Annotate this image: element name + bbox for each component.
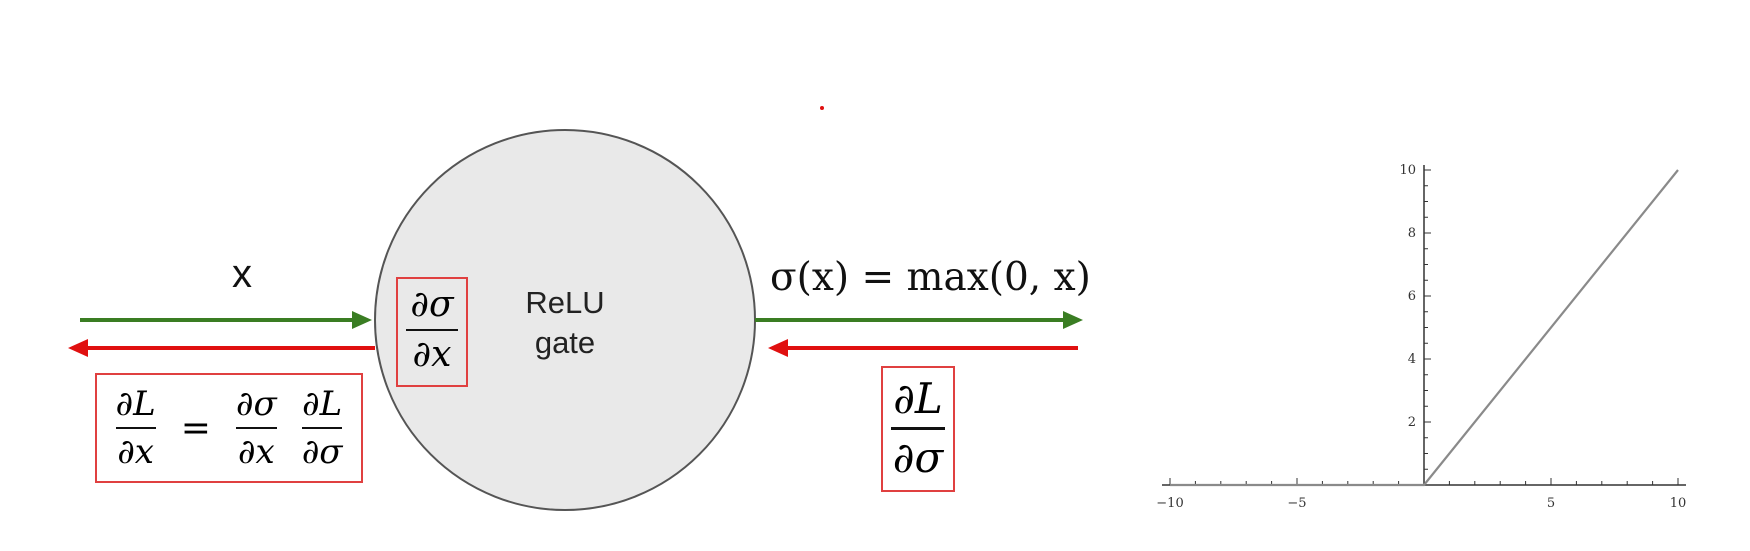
local-gradient-box: ∂σ ∂x xyxy=(396,277,468,387)
y-tick-label: 4 xyxy=(1408,352,1416,367)
x-tick-label: 5 xyxy=(1547,496,1555,511)
input-backward-arrowhead xyxy=(68,339,88,357)
local-gradient-num: ∂σ xyxy=(410,284,454,325)
chain-t2-num: ∂L xyxy=(302,384,343,424)
gate-label-line1: ReLU xyxy=(525,285,605,320)
fraction-bar xyxy=(301,427,343,429)
input-forward-arrowhead xyxy=(352,311,372,329)
chain-rule-box: ∂L ∂x = ∂σ ∂x ∂L ∂σ xyxy=(95,373,363,483)
chain-term2: ∂L ∂σ xyxy=(301,383,343,473)
gate-label: ReLU gate xyxy=(500,283,630,363)
chain-t1-num: ∂σ xyxy=(235,384,277,424)
upstream-gradient-num: ∂L xyxy=(893,374,943,423)
fraction-bar xyxy=(406,329,458,331)
upstream-gradient-box: ∂L ∂σ xyxy=(881,366,955,492)
input-label: x xyxy=(232,252,252,296)
output-forward-arrowhead xyxy=(1063,311,1083,329)
chain-lhs-den: ∂x xyxy=(117,432,154,472)
chain-lhs: ∂L ∂x xyxy=(115,383,156,473)
upstream-gradient-den: ∂σ xyxy=(892,433,944,482)
chain-t2-den: ∂σ xyxy=(301,432,343,472)
x-tick-label: −5 xyxy=(1287,496,1306,511)
gate-label-line2: gate xyxy=(534,325,596,360)
output-formula: σ(x) = max(0, x) xyxy=(770,255,1091,300)
fraction-bar xyxy=(891,427,945,430)
fraction-bar xyxy=(235,427,277,429)
x-tick-label: 10 xyxy=(1670,496,1687,511)
output-backward-arrowhead xyxy=(768,339,788,357)
y-tick-label: 10 xyxy=(1399,163,1416,178)
y-tick-label: 8 xyxy=(1408,226,1416,241)
chain-eq: = xyxy=(180,407,211,449)
local-gradient-den: ∂x xyxy=(412,334,452,375)
y-tick-label: 2 xyxy=(1408,415,1416,430)
stray-dot xyxy=(820,106,824,110)
relu-line xyxy=(1170,169,1679,487)
y-tick-label: 6 xyxy=(1408,289,1416,304)
chain-lhs-num: ∂L xyxy=(115,384,156,424)
fraction-bar xyxy=(115,427,156,429)
chain-term1: ∂σ ∂x xyxy=(235,383,277,473)
x-tick-label: −10 xyxy=(1156,496,1183,511)
chain-t1-den: ∂x xyxy=(237,432,275,472)
